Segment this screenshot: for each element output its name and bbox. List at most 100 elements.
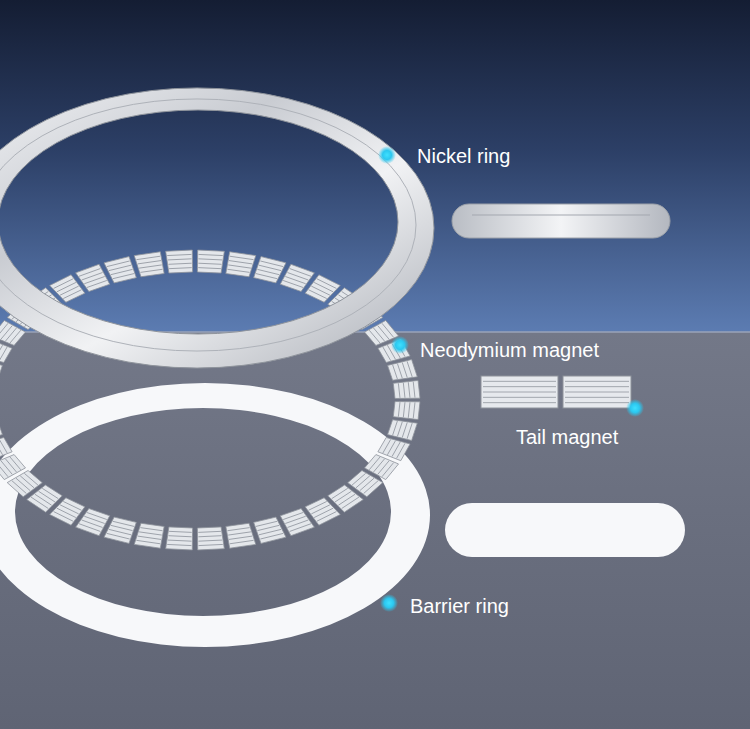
nickel-ring (0, 88, 434, 368)
magnet-stripe (82, 273, 103, 280)
magnet-segment (0, 359, 2, 380)
magnet-stripe (57, 282, 76, 291)
magnet-stripe (290, 524, 311, 532)
magnet-stripe (408, 382, 410, 398)
magnet-stripe (0, 439, 7, 453)
magnet-segment (393, 402, 420, 420)
magnet-stripe (198, 268, 221, 269)
magnet-stripe (109, 265, 131, 270)
part-label: Neodymium magnet (420, 338, 599, 362)
magnet-stripe (113, 521, 134, 526)
magnet-stripe (369, 457, 380, 470)
magnet-stripe (342, 497, 359, 508)
magnet-stripe (31, 497, 48, 508)
magnet-stripe (352, 473, 366, 485)
magnet-stripe (39, 491, 55, 502)
magnet-stripe (397, 422, 402, 437)
magnet-segment (226, 252, 256, 277)
magnet-segment (0, 438, 12, 461)
tail-magnet (563, 376, 631, 408)
magnet-stripe (229, 261, 252, 264)
magnet-stripe (139, 265, 162, 268)
magnet-stripe (10, 457, 21, 470)
callout-dot (626, 399, 644, 417)
magnet-stripe (0, 347, 7, 361)
magnet-stripe (338, 494, 355, 505)
magnet-stripe (82, 520, 103, 527)
magnet-stripe (113, 274, 134, 279)
barrier-pill (445, 503, 685, 557)
magnet-stripe (35, 494, 52, 505)
magnet-stripe (565, 386, 629, 387)
magnet-stripe (360, 478, 374, 491)
magnet-stripe (139, 532, 162, 535)
magnet-stripe (169, 531, 192, 532)
magnet-stripe (24, 473, 38, 485)
magnet-stripe (408, 402, 410, 418)
magnet-stripe (256, 274, 277, 279)
magnet-stripe (198, 540, 222, 541)
magnet-stripe (54, 279, 74, 289)
magnet-segment (76, 264, 110, 291)
magnet-segment (166, 250, 193, 273)
magnet-stripe (287, 520, 308, 527)
magnet-stripe (382, 463, 394, 477)
magnet-stripe (257, 269, 279, 274)
magnet-stripe (198, 259, 222, 260)
magnet-segment (104, 517, 136, 543)
part-label: Tail magnet (516, 425, 618, 449)
magnet-stripe (259, 529, 281, 534)
magnet-stripe (407, 361, 412, 377)
magnet-stripe (107, 261, 130, 267)
magnet-stripe (314, 508, 333, 517)
nickel-ring-groove (0, 99, 416, 351)
magnet-stripe (393, 421, 398, 435)
magnet-stripe (20, 476, 34, 488)
magnet-segment (197, 527, 224, 550)
magnet-stripe (314, 282, 333, 291)
magnet-stripe (257, 525, 279, 530)
magnet-stripe (136, 256, 160, 259)
magnet-stripe (402, 362, 407, 377)
magnet-stripe (287, 273, 308, 280)
callout-dot (391, 336, 409, 354)
magnet-stripe (483, 392, 556, 393)
magnet-segment (388, 359, 418, 380)
magnet-stripe (57, 508, 76, 517)
magnet-stripe (230, 256, 254, 259)
magnet-stripe (60, 286, 79, 295)
magnet-stripe (413, 402, 415, 418)
magnet-segment (226, 523, 256, 548)
magnet-stripe (16, 478, 30, 491)
magnet-stripe (565, 402, 629, 403)
magnet-stripe (199, 544, 223, 545)
magnet-stripe (1, 326, 12, 340)
floor-background (0, 332, 750, 729)
magnet-stripe (260, 533, 283, 539)
magnet-segment (197, 250, 224, 273)
magnet-stripe (228, 532, 251, 535)
magnet-stripe (79, 269, 100, 277)
magnet-segment (134, 252, 164, 277)
magnet-stripe (309, 290, 327, 299)
magnet-segment (166, 527, 193, 550)
magnet-stripe (228, 265, 251, 268)
magnet-stripe (378, 326, 389, 340)
magnet-stripe (0, 441, 3, 455)
magnet-stripe (63, 290, 81, 299)
magnet-stripe (413, 382, 415, 398)
magnet-stripe (42, 488, 58, 498)
magnet-stripe (1, 461, 12, 475)
magnet-stripe (378, 461, 389, 475)
magnet-stripe (167, 254, 191, 255)
magnet-stripe (290, 269, 311, 277)
magnet-stripe (332, 488, 348, 498)
magnet-stripe (335, 491, 351, 502)
magnet-segment (134, 523, 164, 548)
magnet-stripe (140, 528, 162, 531)
magnet-stripe (54, 512, 74, 522)
magnet-stripe (565, 392, 629, 393)
magnet-stripe (311, 286, 330, 295)
magnet-segment (0, 455, 25, 480)
